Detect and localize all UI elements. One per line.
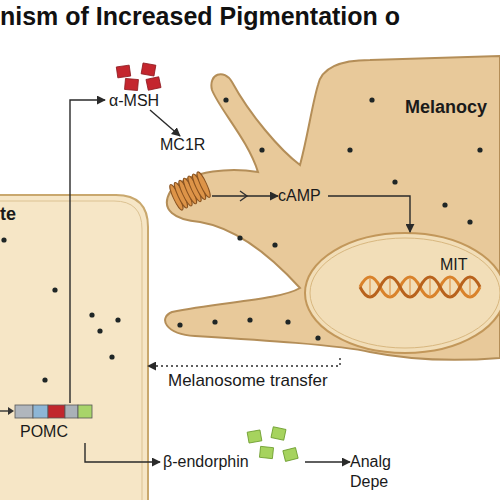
gene-label: POMC xyxy=(20,423,68,441)
melanosome-dot xyxy=(212,319,217,324)
precursor-gene: POMC xyxy=(15,403,93,443)
peptide-group: β-endorphin xyxy=(160,425,305,475)
receptor: MC1R xyxy=(160,136,212,214)
cell-label: Melanocy xyxy=(405,98,487,118)
dna-rung xyxy=(409,279,411,295)
dna-rung xyxy=(449,279,451,295)
connector-label: Melanosome transfer xyxy=(168,372,328,391)
dna-strand xyxy=(360,277,480,297)
gene-segment xyxy=(15,405,33,418)
gene-segment xyxy=(33,405,48,418)
dna-strand xyxy=(360,277,480,297)
peptide-square xyxy=(259,446,273,458)
node-shape xyxy=(305,232,500,354)
peptide-square xyxy=(116,65,130,78)
melanosome-dot xyxy=(223,97,228,102)
input-arrow-head xyxy=(8,407,14,415)
melanosome-dot xyxy=(1,237,6,242)
keratinocyte-membrane xyxy=(0,201,142,500)
melanosome-dot xyxy=(177,322,182,327)
melanosome-dot xyxy=(347,147,352,152)
connector-arrow xyxy=(148,358,340,366)
melanosome-dot xyxy=(392,179,397,184)
connector-arrow xyxy=(70,100,105,403)
figure-title: nism of Increased Pigmentation o xyxy=(0,2,400,31)
effect-label: Analg xyxy=(350,453,391,471)
molecule-label: cAMP xyxy=(278,187,321,205)
melanosome-dot xyxy=(97,328,102,333)
gene-segment xyxy=(78,405,92,418)
gene-segment xyxy=(48,405,65,418)
keratinocyte-outline xyxy=(0,195,148,500)
peptide-square xyxy=(125,78,139,90)
melanosome-dot xyxy=(115,317,120,322)
melanosome-dot xyxy=(467,219,472,224)
melanocyte-cell: MelanocyMC1R cAMP MIT xyxy=(155,55,500,358)
melanosome-dot xyxy=(237,235,242,240)
melanosome-group xyxy=(1,97,482,382)
melanosome-dot xyxy=(247,317,252,322)
connector-arrow xyxy=(85,443,160,462)
receptor-helix xyxy=(195,171,212,199)
signal-chevron xyxy=(240,191,247,201)
cell-label: te xyxy=(0,205,16,225)
dna-rung xyxy=(469,279,471,295)
peptide-square xyxy=(247,430,262,443)
effect-group: AnalgDepe xyxy=(350,453,430,495)
dna-rung xyxy=(429,279,431,295)
keratinocyte-cell: tePOMC xyxy=(0,195,148,500)
melanosome-dot xyxy=(442,202,447,207)
melanosome-dot xyxy=(369,97,374,102)
melanosome-dot xyxy=(272,242,277,247)
gene-label: MIT xyxy=(440,256,468,274)
peptide-square xyxy=(283,448,298,462)
receptor-coil xyxy=(168,171,212,212)
melanosome-dot xyxy=(259,147,264,152)
connector-arrow xyxy=(305,461,350,462)
input-arrow-line xyxy=(0,410,10,411)
connector-arrow xyxy=(150,110,180,136)
dna-rung xyxy=(389,279,391,295)
messenger: cAMP xyxy=(278,186,328,206)
melanosome-dot xyxy=(42,377,47,382)
receptor-label: MC1R xyxy=(160,136,205,154)
peptide-square xyxy=(141,63,156,76)
dna-rung xyxy=(369,279,371,295)
nucleus: MIT xyxy=(305,232,500,354)
peptide-square xyxy=(146,77,161,90)
melanosome-dot xyxy=(477,147,482,152)
nucleus-membrane xyxy=(310,238,500,348)
connector-arrow xyxy=(212,195,278,196)
effect-label: Depe xyxy=(350,473,388,491)
peptide-square xyxy=(271,427,286,440)
dna-helix xyxy=(360,277,480,297)
node-shape xyxy=(0,195,148,500)
molecule-label: α-MSH xyxy=(109,92,159,110)
molecule-label: β-endorphin xyxy=(163,453,249,471)
melanosome-dot xyxy=(109,354,114,359)
melanosome-dot xyxy=(89,312,94,317)
melanosome-dot xyxy=(285,319,290,324)
melanosome-dot xyxy=(315,335,320,340)
peptide-group: α-MSH xyxy=(105,62,167,110)
nucleus-outline xyxy=(305,233,500,353)
melanosome-dot xyxy=(52,287,57,292)
gene-segment xyxy=(65,405,78,418)
connector-arrow xyxy=(328,196,410,232)
